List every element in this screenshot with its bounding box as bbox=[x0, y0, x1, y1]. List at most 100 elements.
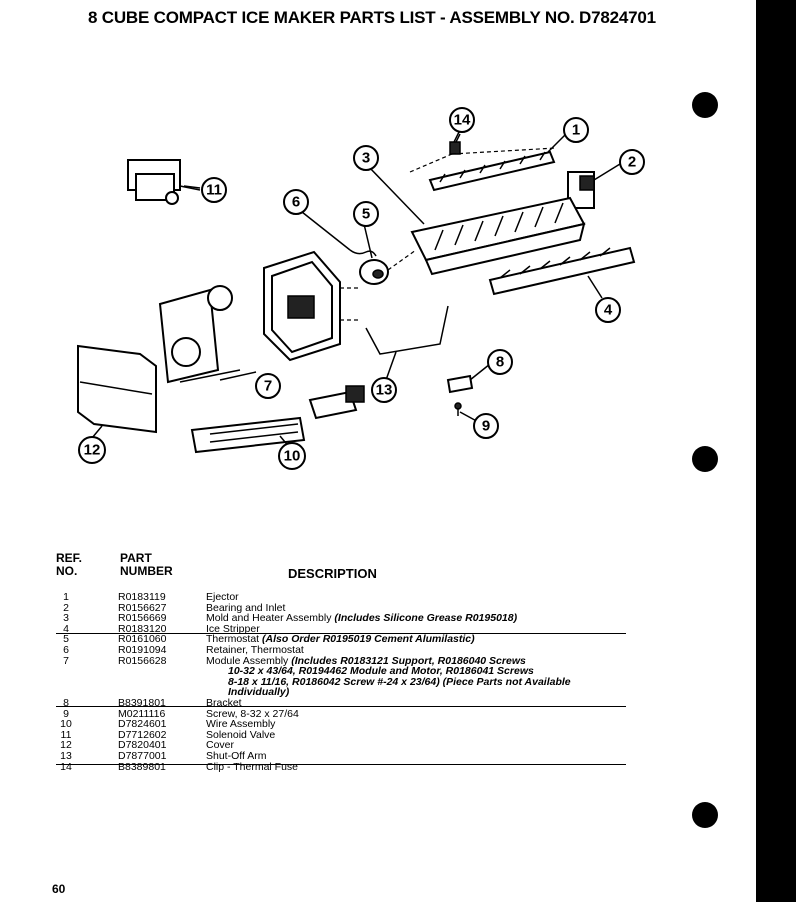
ref-number: 2 bbox=[63, 601, 69, 614]
part-description: Mold and Heater Assembly (Includes Silic… bbox=[206, 613, 626, 624]
ref-number: 11 bbox=[60, 728, 72, 741]
callout-1: 1 bbox=[563, 117, 589, 143]
ref-number: 7 bbox=[63, 654, 69, 667]
shut-off-arm-drawing bbox=[365, 305, 449, 355]
row-divider bbox=[56, 764, 626, 766]
part-description: Ejector bbox=[206, 592, 626, 603]
description-text: Bracket bbox=[206, 696, 242, 709]
description-header: DESCRIPTION bbox=[288, 566, 377, 581]
callout-9: 9 bbox=[473, 413, 499, 439]
part-header-line1: PART bbox=[120, 551, 152, 565]
table-row: 3 R0156669 Mold and Heater Assembly (Inclu… bbox=[56, 613, 626, 624]
page-number: 60 bbox=[52, 882, 66, 896]
binder-hole-middle bbox=[692, 446, 718, 472]
callout-13: 13 bbox=[371, 377, 397, 403]
binder-hole-top bbox=[692, 92, 718, 118]
part-number: R0191094 bbox=[118, 643, 167, 656]
callout-3: 3 bbox=[353, 145, 379, 171]
description-continuation: Individually) bbox=[228, 686, 290, 699]
thermostat-retainer-drawing bbox=[349, 249, 377, 257]
callout-4: 4 bbox=[595, 297, 621, 323]
callout-8: 8 bbox=[487, 349, 513, 375]
table-row: 11 D7712602 Solenoid Valve bbox=[56, 728, 626, 741]
part-number: D7824601 bbox=[118, 718, 167, 731]
part-number: D7712602 bbox=[118, 728, 167, 741]
part-description: Module Assembly (Includes R0183121 Suppo… bbox=[206, 655, 626, 699]
table-row: 13 D7877001 Shut-Off Arm bbox=[56, 751, 626, 762]
svg-text:12: 12 bbox=[84, 442, 101, 459]
svg-text:10: 10 bbox=[284, 448, 301, 465]
svg-text:8: 8 bbox=[496, 354, 504, 371]
ref-header-line1: REF. bbox=[56, 551, 83, 565]
svg-text:5: 5 bbox=[362, 206, 370, 223]
svg-text:3: 3 bbox=[362, 150, 370, 167]
row-divider bbox=[56, 633, 626, 635]
description-text: Thermostat bbox=[206, 633, 263, 646]
part-header-line2: NUMBER bbox=[120, 564, 173, 578]
description-text: Retainer, Thermostat bbox=[206, 643, 304, 656]
ref-number: 13 bbox=[60, 749, 72, 762]
part-number: D7877001 bbox=[118, 749, 167, 762]
module-assembly-drawing bbox=[158, 285, 241, 384]
part-description: Bearing and Inlet bbox=[206, 602, 626, 614]
description-note: (Also Order R0195019 Cement Alumilastic) bbox=[262, 633, 475, 646]
description-text: Ice Stripper bbox=[206, 622, 260, 635]
svg-text:9: 9 bbox=[482, 418, 490, 435]
svg-text:1: 1 bbox=[572, 122, 580, 139]
ref-number: 12 bbox=[60, 739, 72, 752]
ejector-drawing bbox=[409, 147, 557, 192]
cover-drawing bbox=[77, 344, 157, 434]
ref-number: 5 bbox=[63, 633, 69, 646]
part-number: R0156627 bbox=[118, 601, 167, 614]
ref-number: 8 bbox=[63, 696, 69, 709]
part-description: Clip - Thermal Fuse bbox=[206, 760, 626, 773]
callout-5: 5 bbox=[353, 201, 379, 227]
table-row: 7 R0156628 Module Assembly (Includes R0183… bbox=[56, 654, 626, 699]
description-text: Clip - Thermal Fuse bbox=[206, 760, 298, 773]
wire-assembly-drawing bbox=[190, 385, 365, 454]
callout-7: 7 bbox=[255, 373, 281, 399]
bracket-drawing bbox=[446, 374, 474, 394]
part-number: R0161060 bbox=[118, 633, 167, 646]
part-description: Solenoid Valve bbox=[206, 728, 626, 741]
binding-edge bbox=[756, 0, 796, 902]
part-description: Thermostat (Also Order R0195019 Cement A… bbox=[206, 634, 626, 645]
callout-2: 2 bbox=[619, 149, 645, 175]
solenoid-valve-drawing bbox=[127, 159, 201, 205]
callout-12: 12 bbox=[78, 436, 106, 464]
part-description: Retainer, Thermostat bbox=[206, 645, 626, 656]
ref-number: 9 bbox=[63, 707, 69, 720]
callout-leaders bbox=[91, 129, 621, 449]
part-number: B8391801 bbox=[118, 696, 166, 709]
table-row: 8 B8391801 Bracket bbox=[56, 698, 626, 709]
description-text: Ejector bbox=[206, 591, 239, 603]
part-description: Bracket bbox=[206, 698, 626, 709]
svg-text:14: 14 bbox=[454, 112, 471, 129]
description-text: Mold and Heater Assembly bbox=[206, 612, 335, 625]
part-number: B8389801 bbox=[118, 760, 166, 773]
ref-number: 4 bbox=[63, 622, 69, 635]
part-description: Wire Assembly bbox=[206, 719, 626, 730]
ref-number: 14 bbox=[60, 760, 72, 773]
part-description: Shut-Off Arm bbox=[206, 751, 626, 762]
part-number: M0211116 bbox=[118, 707, 166, 720]
svg-text:11: 11 bbox=[206, 182, 222, 199]
description-text: Solenoid Valve bbox=[206, 728, 276, 741]
module-housing-drawing bbox=[263, 250, 358, 362]
ref-number: 1 bbox=[63, 591, 69, 603]
description-text: Shut-Off Arm bbox=[206, 749, 267, 762]
part-number: R0156669 bbox=[118, 612, 167, 625]
svg-text:6: 6 bbox=[292, 194, 300, 211]
svg-text:4: 4 bbox=[604, 302, 613, 319]
part-number: R0156628 bbox=[118, 654, 167, 667]
ref-number: 6 bbox=[63, 643, 69, 656]
part-number-header: PART NUMBER bbox=[120, 552, 190, 578]
table-row: 2 R0156627 Bearing and Inlet bbox=[56, 601, 626, 614]
ref-number: 3 bbox=[63, 612, 69, 625]
ref-header-line2: NO. bbox=[56, 564, 78, 578]
svg-text:13: 13 bbox=[376, 382, 393, 399]
page-title: 8 CUBE COMPACT ICE MAKER PARTS LIST - AS… bbox=[88, 8, 656, 27]
